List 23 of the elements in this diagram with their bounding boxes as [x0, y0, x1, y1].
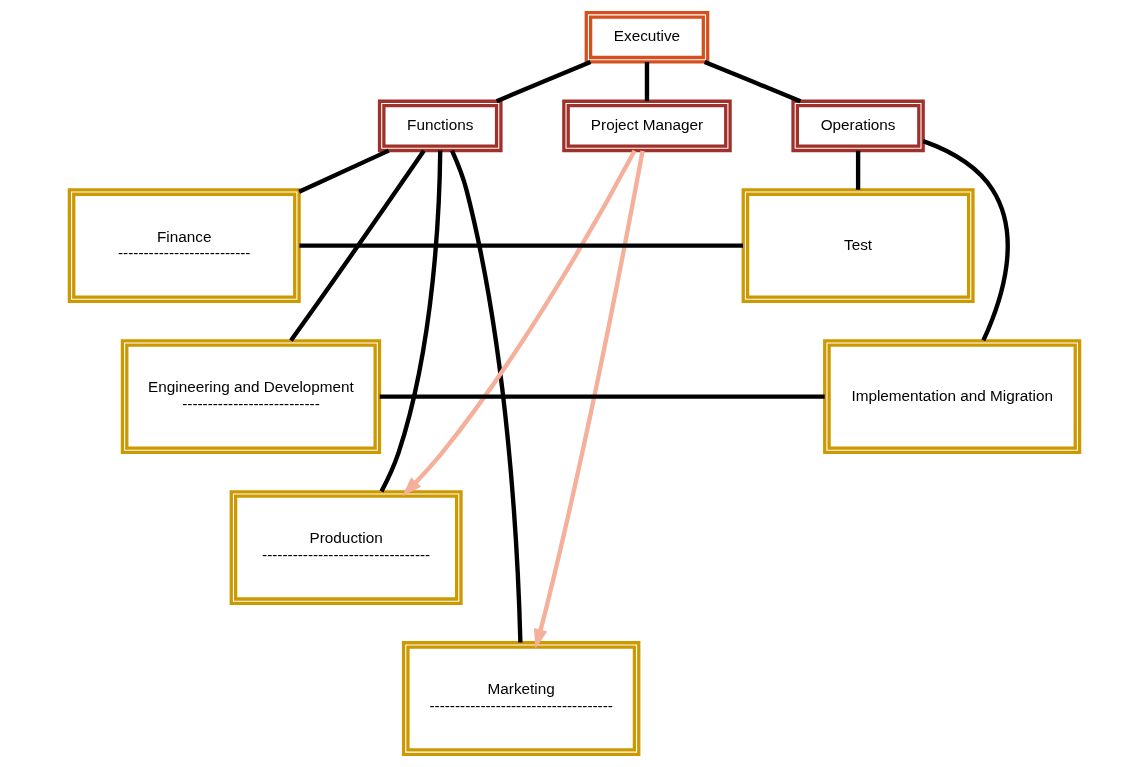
connector — [703, 59, 801, 104]
node-box: Engineering and Development --------------------------- — [120, 339, 381, 455]
connector — [495, 59, 591, 104]
connector — [297, 148, 390, 194]
node-box: Executive — [584, 11, 709, 64]
connector — [379, 150, 442, 493]
connector — [855, 150, 860, 190]
node-box: Project Manager — [561, 99, 732, 153]
connector — [379, 394, 825, 399]
node-box: Production --------------------------------- — [229, 490, 463, 605]
connector — [449, 149, 523, 643]
node-box: Functions — [377, 99, 503, 153]
connector — [921, 139, 1010, 342]
node-box: Marketing ------------------------------------ — [401, 641, 640, 756]
node-box: Finance -------------------------- — [67, 188, 301, 304]
node-box: Implementation and Migration — [822, 339, 1081, 455]
node-box: Test — [741, 188, 975, 304]
arrow — [533, 150, 645, 649]
connector — [288, 149, 426, 342]
connector — [298, 243, 743, 248]
arrow — [401, 149, 636, 497]
node-box: Operations — [790, 99, 925, 153]
connector — [644, 62, 649, 102]
